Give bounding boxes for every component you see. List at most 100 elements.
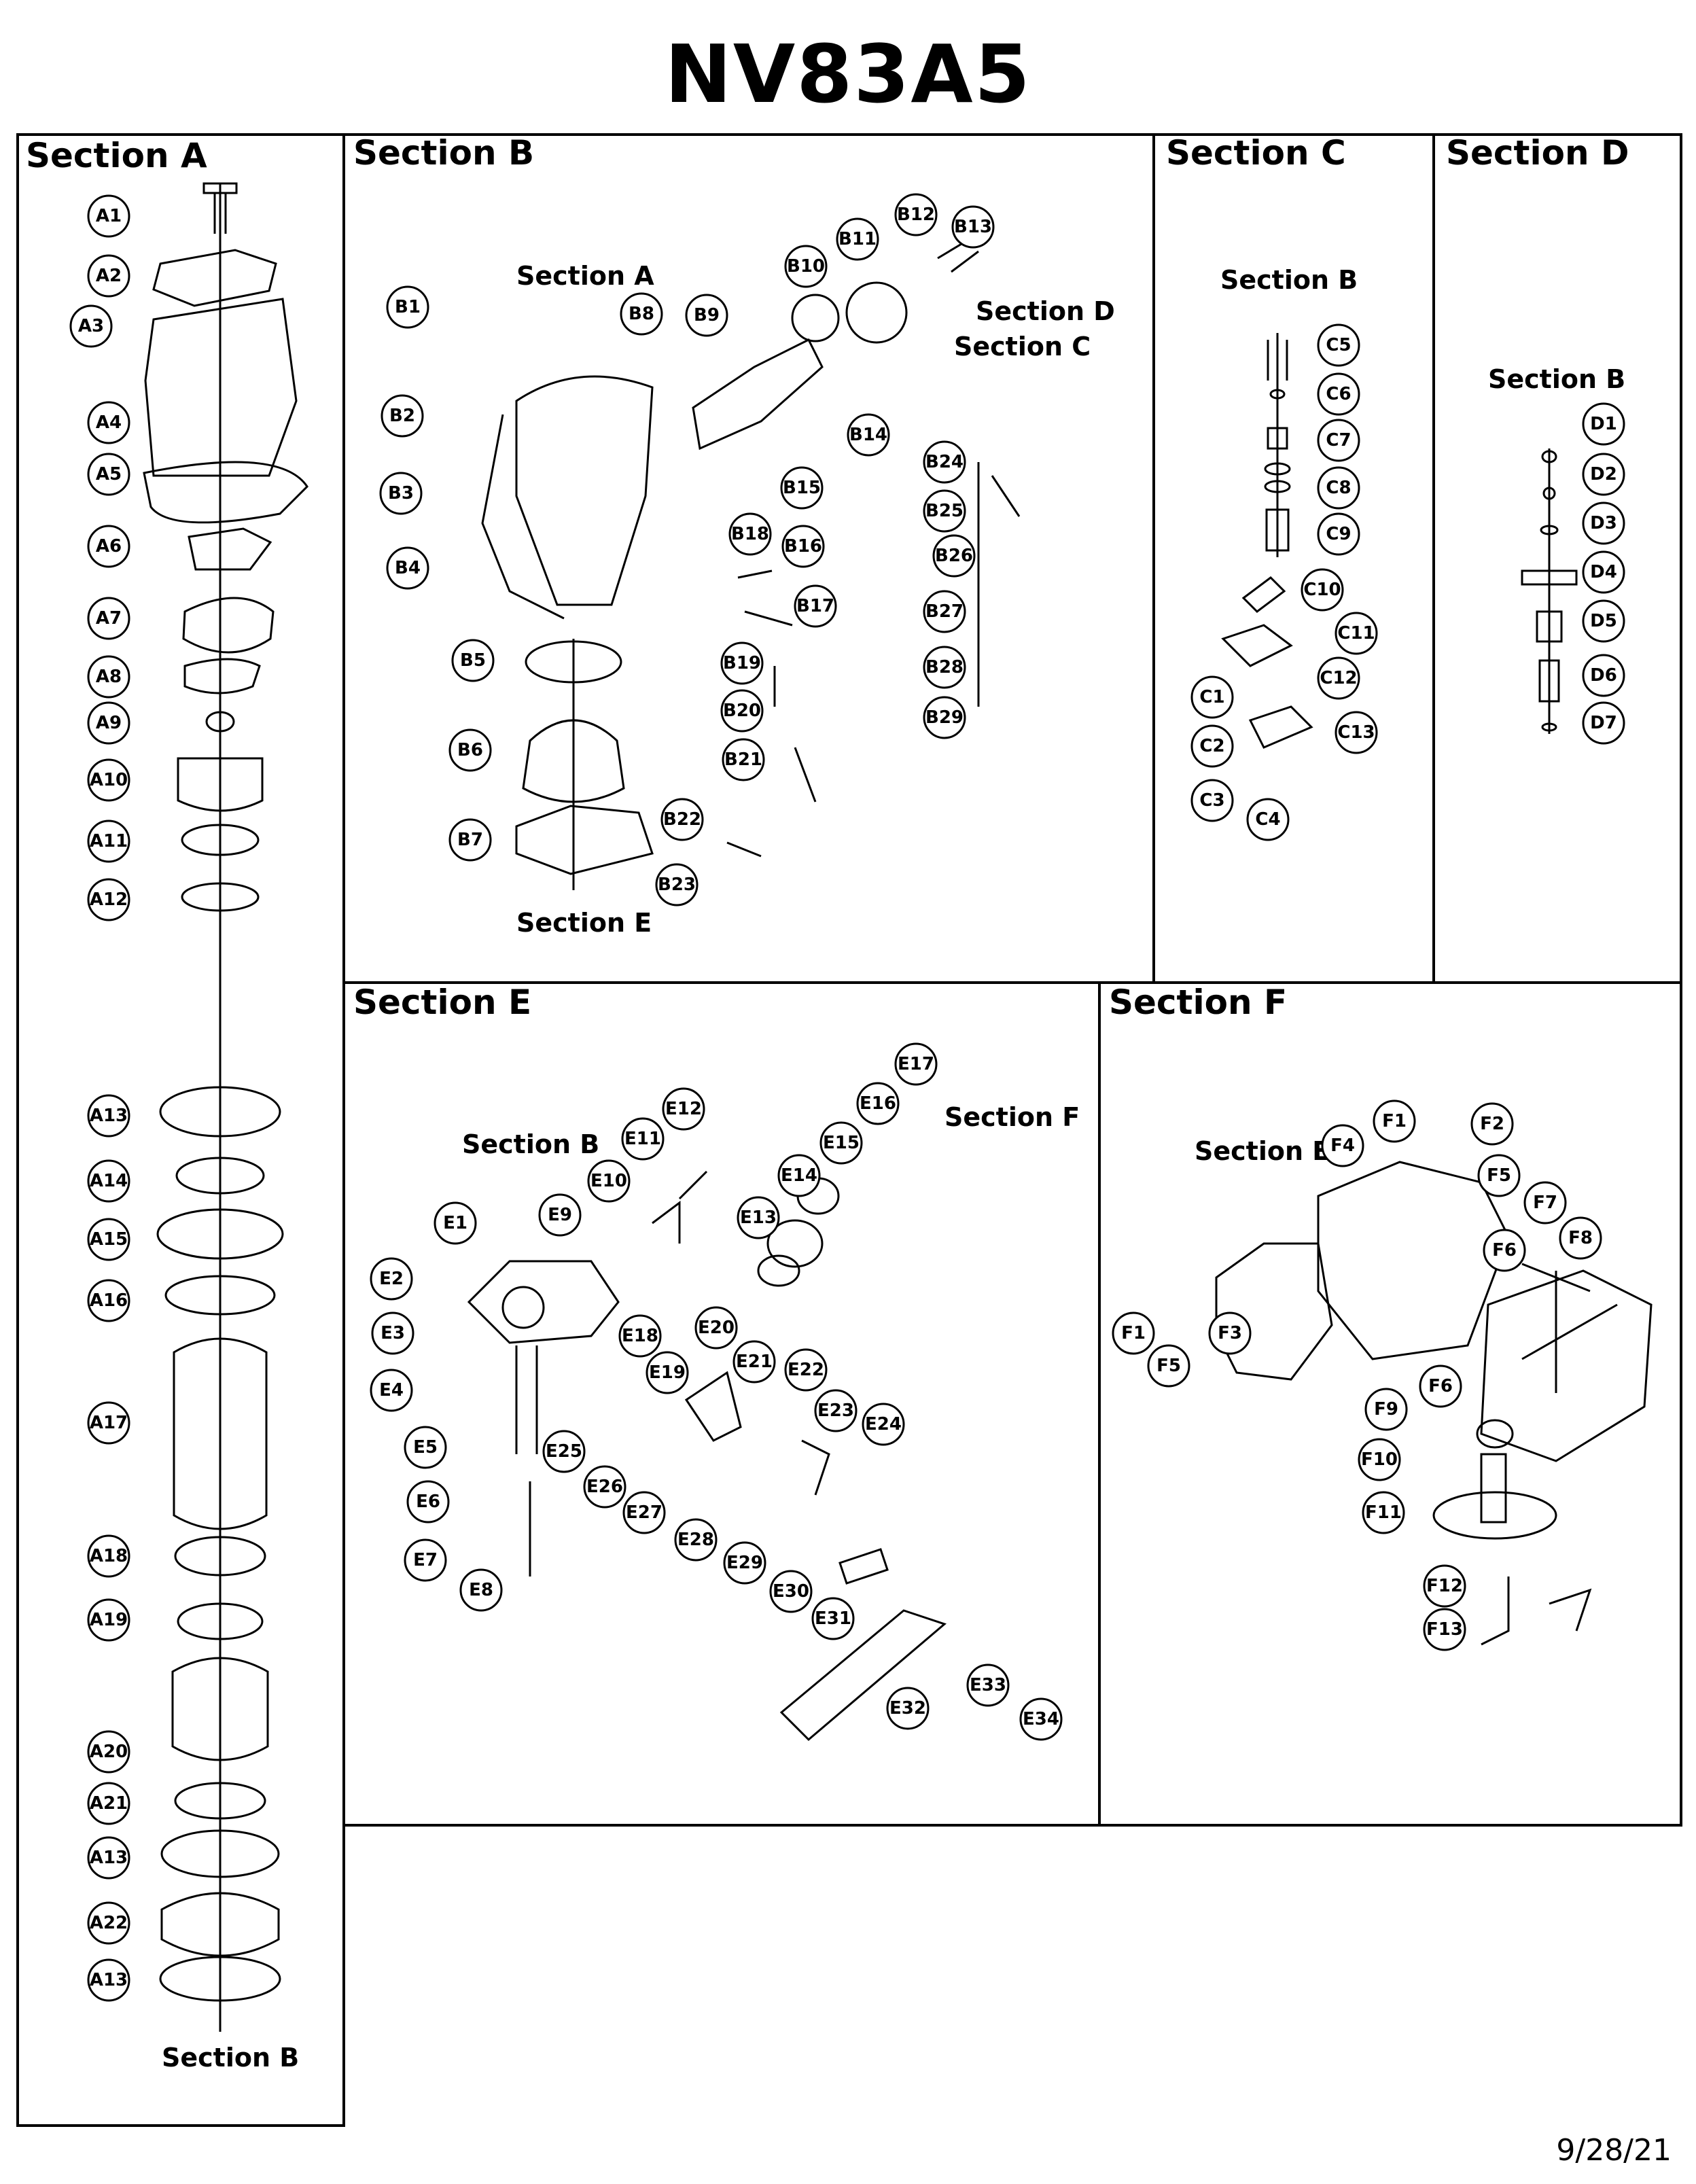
callout-circle	[87, 1901, 130, 1945]
callout-circle	[923, 440, 966, 484]
page-title: NV83A5	[665, 27, 1031, 121]
callout-circle	[1364, 1388, 1408, 1431]
callout-e29: E29	[723, 1541, 766, 1585]
callout-f3: F3	[1208, 1311, 1252, 1355]
callout-circle	[386, 546, 429, 590]
section-f-title: Section F	[1109, 983, 1288, 1022]
callout-label: D2	[1590, 464, 1617, 485]
callout-c8: C8	[1317, 466, 1360, 510]
ref-label: Section B	[162, 2043, 300, 2073]
ref-label: Section E	[516, 908, 652, 938]
callout-f6: F6	[1419, 1364, 1462, 1408]
callout-label: A3	[78, 316, 104, 336]
callout-label: F6	[1492, 1240, 1517, 1261]
callout-label: A5	[96, 464, 122, 485]
callout-e20: E20	[694, 1306, 738, 1350]
callout-e7: E7	[404, 1538, 447, 1582]
ref-label: Section B	[1220, 265, 1358, 295]
callout-b14: B14	[847, 413, 890, 457]
callout-e9: E9	[538, 1193, 582, 1237]
callout-circle	[1147, 1344, 1190, 1388]
callout-c2: C2	[1190, 724, 1234, 768]
callout-label: E32	[889, 1698, 926, 1719]
callout-circle	[87, 401, 130, 444]
callout-label: E4	[379, 1380, 404, 1401]
callout-label: A9	[96, 713, 122, 733]
callout-label: C2	[1199, 736, 1224, 756]
callout-circle	[622, 1491, 666, 1534]
section-e-parts	[467, 1170, 947, 1742]
callout-b22: B22	[660, 798, 704, 841]
callout-e13: E13	[737, 1196, 780, 1239]
callout-b15: B15	[780, 466, 824, 510]
callout-label: E27	[626, 1502, 662, 1523]
callout-a22: A22	[87, 1901, 130, 1945]
callout-circle	[87, 655, 130, 699]
callout-circle	[87, 1279, 130, 1322]
callout-e12: E12	[662, 1087, 705, 1131]
callout-circle	[781, 525, 825, 568]
section-b-title: Section B	[353, 133, 535, 173]
callout-f9: F9	[1364, 1388, 1408, 1431]
callout-circle	[1582, 654, 1625, 697]
callout-circle	[660, 798, 704, 841]
callout-label: A17	[90, 1413, 128, 1433]
callout-circle	[1019, 1697, 1063, 1741]
callout-circle	[886, 1687, 930, 1730]
callout-label: D6	[1590, 665, 1617, 686]
callout-c9: C9	[1317, 512, 1360, 556]
callout-d7: D7	[1582, 701, 1625, 745]
callout-label: E8	[469, 1580, 493, 1600]
callout-label: E25	[546, 1441, 582, 1462]
callout-circle	[847, 413, 890, 457]
callout-b20: B20	[720, 689, 764, 733]
callout-label: B1	[395, 297, 421, 317]
callout-c12: C12	[1317, 656, 1360, 700]
callout-circle	[1582, 402, 1625, 446]
callout-circle	[1317, 323, 1360, 367]
callout-label: E22	[788, 1360, 824, 1380]
callout-label: E5	[413, 1437, 438, 1458]
callout-label: E30	[773, 1581, 809, 1602]
callout-label: E7	[413, 1550, 438, 1570]
callout-circle	[1523, 1181, 1567, 1225]
callout-c1: C1	[1190, 675, 1234, 719]
callout-b25: B25	[923, 489, 966, 533]
callout-a4: A4	[87, 401, 130, 444]
callout-label: C12	[1320, 668, 1357, 688]
callout-a14: A14	[87, 1159, 130, 1203]
callout-f11: F11	[1362, 1491, 1405, 1534]
callout-circle	[87, 701, 130, 745]
callout-d6: D6	[1582, 654, 1625, 697]
section-f-panel	[1098, 981, 1682, 1827]
callout-circle	[1317, 656, 1360, 700]
callout-circle	[87, 525, 130, 568]
callout-circle	[87, 1598, 130, 1642]
callout-c6: C6	[1317, 372, 1360, 416]
callout-label: D5	[1590, 611, 1617, 631]
callout-circle	[794, 584, 837, 628]
callout-circle	[448, 728, 492, 772]
callout-label: C9	[1326, 524, 1351, 544]
callout-circle	[370, 1369, 413, 1412]
section-f-parts	[1215, 1161, 1653, 1646]
section-c-parts	[1221, 333, 1313, 749]
callout-label: A13	[90, 1970, 128, 1990]
callout-circle	[404, 1538, 447, 1582]
callout-circle	[87, 597, 130, 640]
callout-circle	[1335, 711, 1378, 754]
callout-label: B24	[925, 452, 964, 472]
callout-label: E28	[677, 1530, 714, 1550]
callout-circle	[1477, 1154, 1521, 1197]
callout-layer: A1A2A3A4A5A6A7A8A9A10A11A12A13A14A15A16A…	[69, 193, 1625, 2002]
callout-label: B20	[723, 701, 761, 721]
callout-label: B10	[787, 256, 825, 277]
callout-f10: F10	[1358, 1438, 1401, 1481]
callout-a18: A18	[87, 1534, 130, 1578]
callout-circle	[862, 1403, 905, 1446]
section-a-title: Section A	[26, 136, 207, 175]
callout-circle	[1246, 798, 1290, 841]
callout-label: A1	[96, 206, 122, 226]
callout-label: E9	[548, 1205, 572, 1225]
